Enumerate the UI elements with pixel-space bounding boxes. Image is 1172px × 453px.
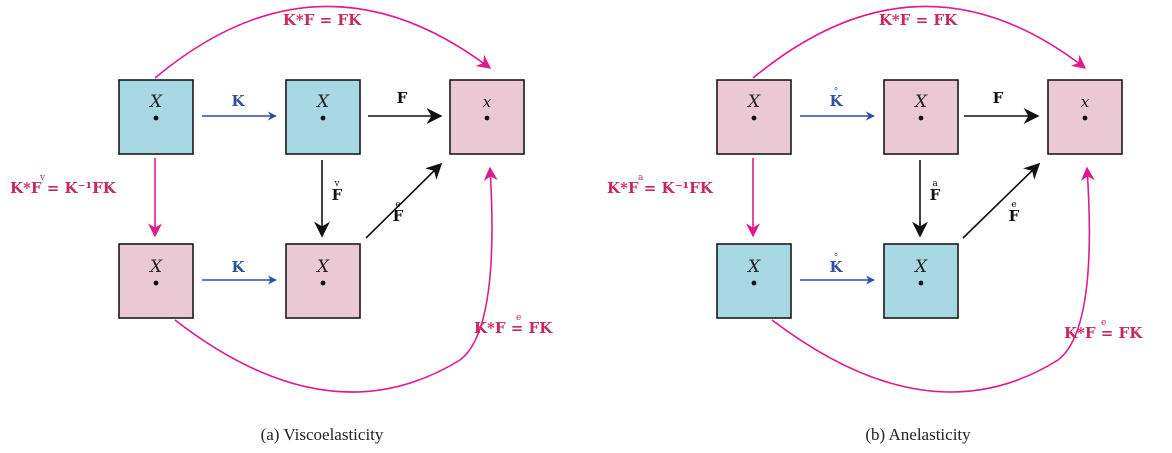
svg-text:X: X (746, 92, 761, 112)
node-top-right: x (449, 79, 525, 155)
top-curve-arrow (752, 5, 1087, 79)
caption-a: (a) Viscoelasticity (261, 425, 384, 444)
label-f-vertical: a F (930, 179, 941, 204)
svg-text:X: X (148, 257, 163, 277)
svg-text:X: X (315, 257, 330, 277)
label-top-curve: K*F = FK (879, 11, 958, 29)
svg-text:K*F = K⁻¹FK: K*F = K⁻¹FK (607, 179, 714, 197)
svg-text:X: X (746, 257, 761, 277)
label-k-top: K (231, 92, 245, 110)
svg-text:X: X (148, 92, 163, 112)
svg-text:F: F (393, 207, 404, 225)
label-k-bottom: K (231, 258, 245, 276)
svg-text:x: x (1081, 93, 1090, 111)
panel-anelasticity: X X x X X ° K ° K F (607, 5, 1143, 444)
svg-text:°: ° (834, 87, 839, 97)
svg-text:X: X (913, 92, 928, 112)
bottom-curve-arrow (174, 166, 498, 393)
panel-viscoelasticity: X X x X X K K F v F (10, 5, 553, 444)
label-f-diagonal: e F (1009, 200, 1020, 225)
label-f-top: F (993, 89, 1004, 107)
label-f-top: F (397, 89, 408, 107)
svg-text:K: K (829, 92, 843, 110)
svg-text:e: e (1011, 200, 1016, 210)
svg-text:v: v (333, 179, 340, 189)
label-left-relation: v K*F = K⁻¹FK (10, 173, 117, 197)
svg-text:x: x (483, 93, 492, 111)
label-k-top: ° K (829, 87, 843, 110)
caption-b: (b) Anelasticity (865, 425, 971, 444)
node-top-left: X (118, 79, 194, 155)
svg-text:K*F = K⁻¹FK: K*F = K⁻¹FK (10, 179, 117, 197)
svg-text:e: e (1101, 318, 1106, 328)
label-f-vertical: v F (332, 179, 343, 204)
top-curve-arrow (154, 5, 492, 79)
svg-text:F: F (930, 186, 941, 204)
f-diagonal-arrow (962, 162, 1041, 239)
svg-text:°: ° (834, 253, 839, 263)
svg-text:v: v (39, 173, 46, 183)
node-bottom-mid: X (285, 243, 361, 319)
label-left-relation: a K*F = K⁻¹FK (607, 173, 714, 197)
svg-text:K: K (829, 258, 843, 276)
svg-text:e: e (516, 313, 521, 323)
node-top-right: x (1047, 79, 1123, 155)
svg-text:F: F (1009, 207, 1020, 225)
svg-text:a: a (932, 179, 938, 189)
bottom-curve-arrow (771, 166, 1095, 393)
svg-text:X: X (315, 92, 330, 112)
node-bottom-left: X (716, 243, 792, 319)
label-f-diagonal: e F (393, 200, 404, 225)
svg-text:e: e (395, 200, 400, 210)
f-diagonal-arrow (365, 162, 443, 239)
label-k-bottom: ° K (829, 253, 843, 276)
svg-text:a: a (638, 173, 644, 183)
node-top-left: X (716, 79, 792, 155)
label-bottom-curve: e K*F = FK (1064, 318, 1143, 342)
svg-text:K*F = FK: K*F = FK (474, 319, 553, 337)
svg-text:X: X (913, 257, 928, 277)
label-bottom-curve: e K*F = FK (474, 313, 553, 337)
node-top-mid: X (883, 79, 959, 155)
label-top-curve: K*F = FK (283, 11, 362, 29)
svg-text:F: F (332, 186, 343, 204)
node-bottom-left: X (118, 243, 194, 319)
svg-text:K*F = FK: K*F = FK (1064, 324, 1143, 342)
node-bottom-mid: X (883, 243, 959, 319)
node-top-mid: X (285, 79, 361, 155)
